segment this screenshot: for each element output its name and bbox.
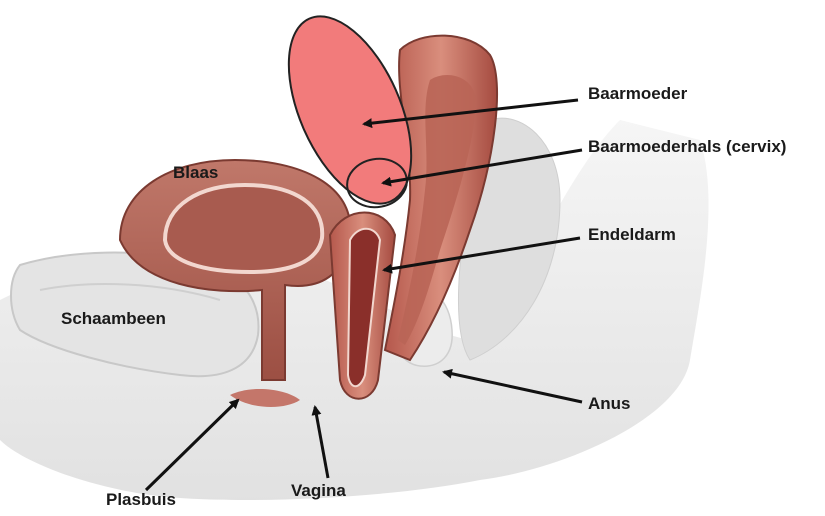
label-pubic-bone: Schaambeen <box>61 309 166 329</box>
label-cervix: Baarmoederhals (cervix) <box>588 137 786 157</box>
label-vagina: Vagina <box>291 481 346 501</box>
label-bladder: Blaas <box>173 163 218 183</box>
label-urethra: Plasbuis <box>106 490 176 510</box>
label-uterus: Baarmoeder <box>588 84 687 104</box>
label-rectum: Endeldarm <box>588 225 676 245</box>
label-anus: Anus <box>588 394 631 414</box>
